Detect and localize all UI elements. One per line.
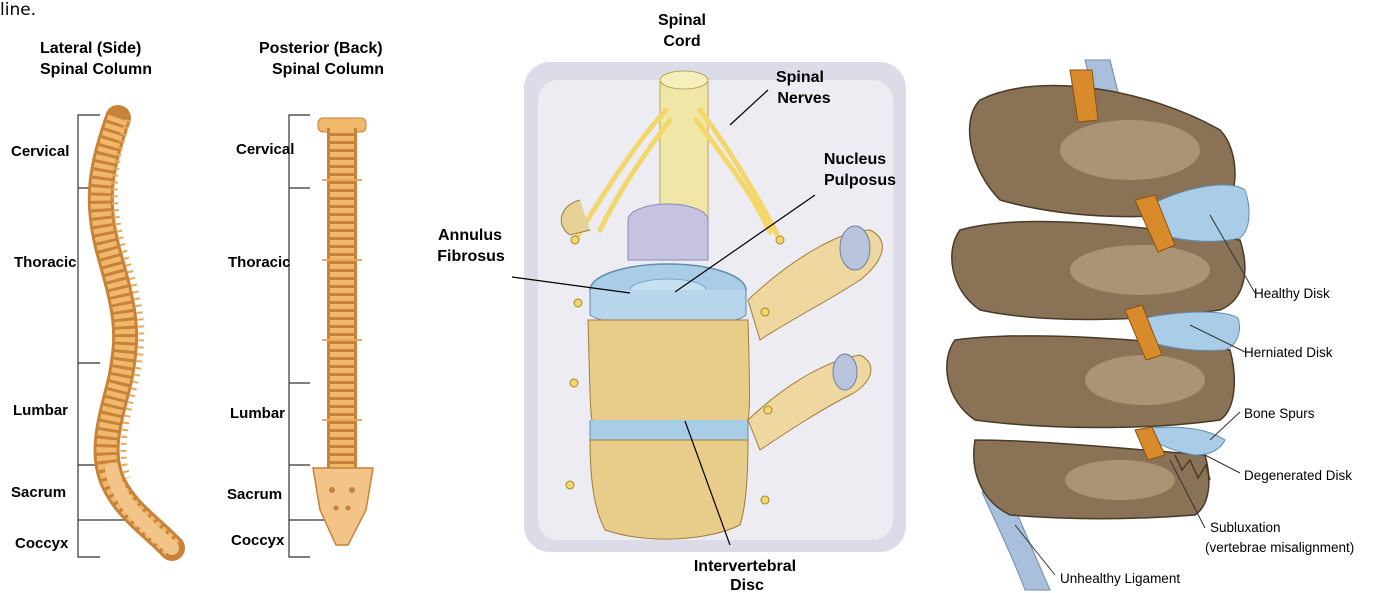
label-disc-1: Intervertebral	[694, 558, 796, 575]
label-healthy-disk: Healthy Disk	[1254, 286, 1330, 301]
spinal-cord-shape	[660, 80, 708, 220]
lateral-spine-illustration	[101, 118, 172, 548]
label-unhealthy-ligament: Unhealthy Ligament	[1060, 571, 1180, 586]
label-spinal-nerves-2: Nerves	[777, 90, 830, 107]
vertebra-disc-panel: Spinal Cord Spinal Nerves Nucleus Pulpos…	[430, 0, 920, 593]
lateral-label-thoracic: Thoracic	[14, 254, 77, 271]
label-degenerated-disk: Degenerated Disk	[1244, 468, 1352, 483]
posterior-label-thoracic: Thoracic	[228, 254, 291, 271]
lateral-title-2: Spinal Column	[40, 61, 152, 78]
lateral-label-cervical: Cervical	[11, 143, 69, 160]
label-spinal-cord-2: Cord	[663, 33, 700, 50]
label-subluxation-1: Subluxation	[1210, 520, 1281, 535]
label-herniated-disk: Herniated Disk	[1244, 345, 1333, 360]
posterior-label-lumbar: Lumbar	[230, 405, 285, 422]
label-subluxation-2: (vertebrae misalignment)	[1205, 540, 1354, 555]
spinal-column-panel: Lateral (Side) Spinal Column Posterior (…	[0, 0, 430, 593]
lateral-label-lumbar: Lumbar	[13, 402, 68, 419]
posterior-title-1: Posterior (Back)	[259, 40, 383, 57]
label-spinal-cord-1: Spinal	[658, 12, 706, 29]
lateral-label-coccyx: Coccyx	[15, 535, 69, 552]
label-bone-spurs: Bone Spurs	[1244, 406, 1315, 421]
lateral-title-1: Lateral (Side)	[40, 40, 141, 57]
label-annulus-2: Fibrosus	[437, 248, 505, 265]
posterior-label-sacrum: Sacrum	[227, 486, 282, 503]
label-spinal-nerves-1: Spinal	[776, 69, 824, 86]
degenerative-spine-panel: Healthy Disk Herniated Disk Bone Spurs D…	[920, 0, 1387, 593]
label-nucleus-1: Nucleus	[824, 151, 886, 168]
posterior-title-2: Spinal Column	[272, 61, 384, 78]
lateral-label-sacrum: Sacrum	[11, 484, 66, 501]
label-annulus-1: Annulus	[438, 227, 502, 244]
label-nucleus-2: Pulposus	[824, 172, 896, 189]
label-disc-2: Disc	[730, 577, 764, 593]
posterior-spine-illustration	[313, 118, 373, 545]
posterior-label-coccyx: Coccyx	[231, 532, 285, 549]
posterior-label-cervical: Cervical	[236, 141, 294, 158]
